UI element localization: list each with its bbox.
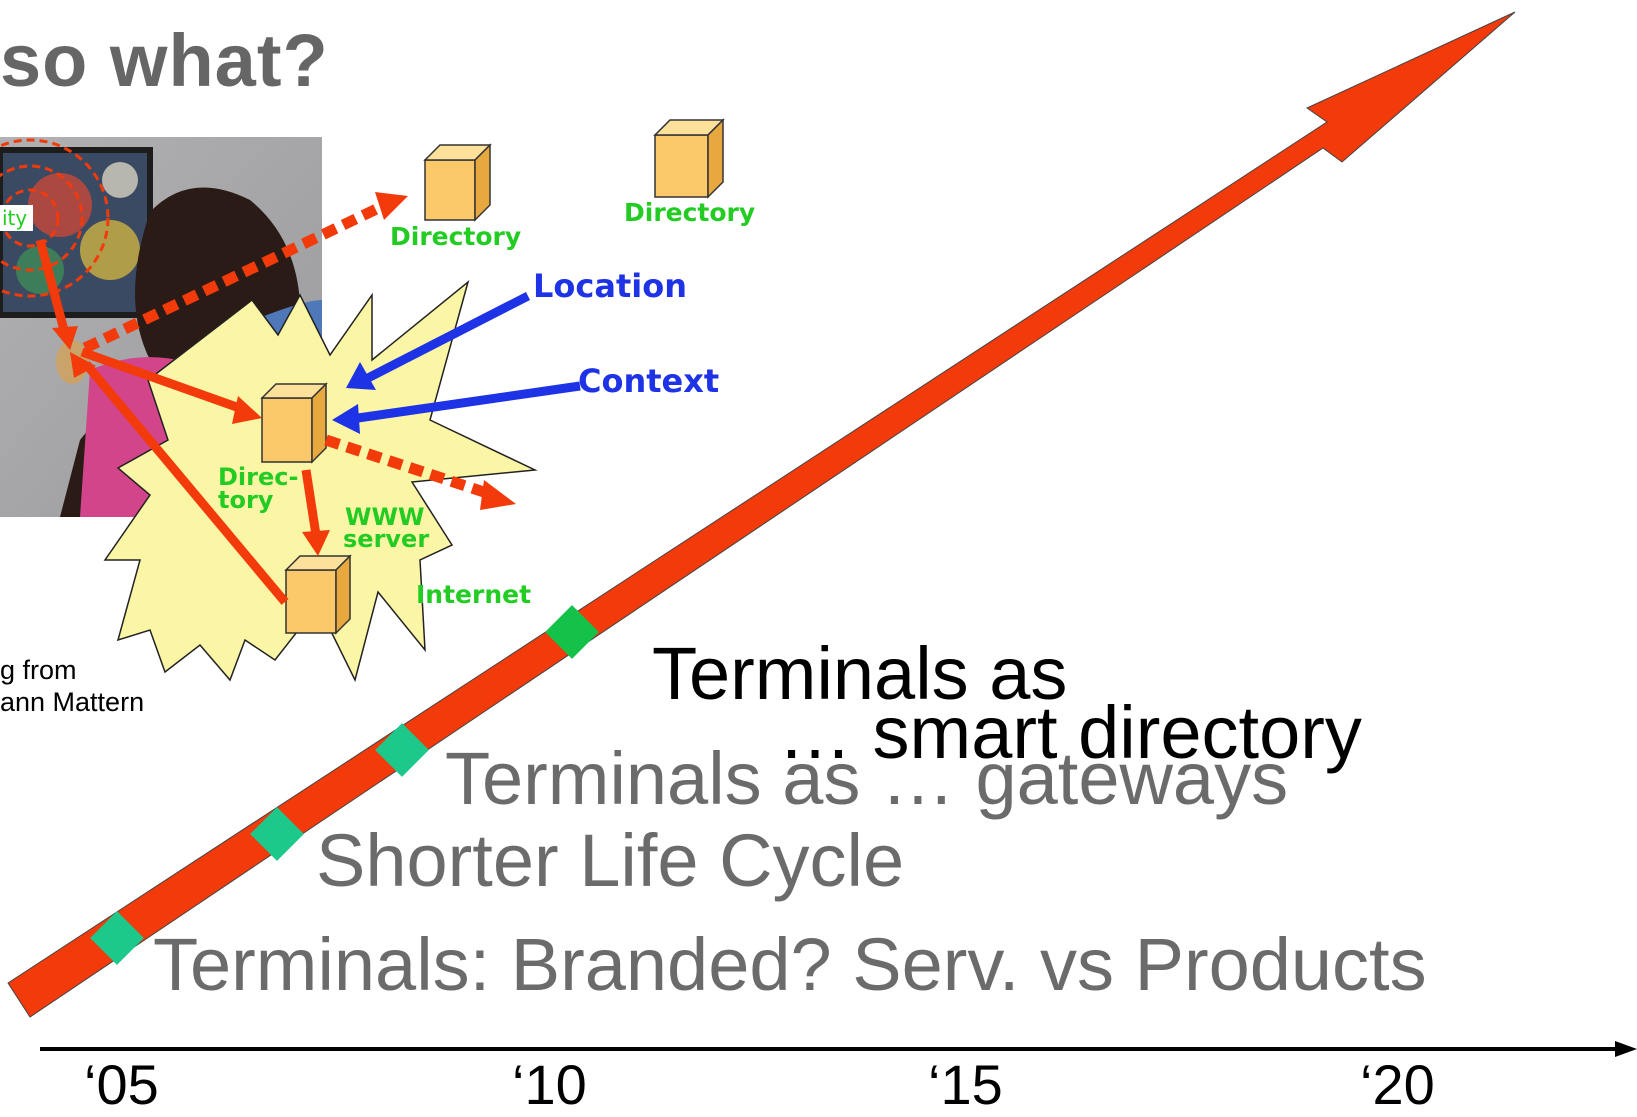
directory-cube-center [260, 382, 328, 464]
milestone-text-smart-directory: … smart directory [778, 691, 1362, 774]
tick-label-05: ‘05 [84, 1053, 159, 1116]
milestone-text-gateways: Terminals as … gateways [445, 737, 1289, 820]
tick-label-20: ‘20 [1360, 1053, 1435, 1116]
directory-label-center-2: tory [218, 486, 274, 514]
internet-starburst [103, 279, 538, 683]
tick-label-15: ‘15 [928, 1053, 1003, 1116]
milestone-text-branded: Terminals: Branded? Serv. vs Products [153, 923, 1427, 1006]
milestone-text-life-cycle: Shorter Life Cycle [316, 819, 905, 902]
slide-title: so what? [0, 19, 329, 102]
red-arrows [35, 238, 330, 605]
dashed-arrows [82, 192, 516, 510]
location-label: Location [533, 267, 687, 305]
www-label-2: server [343, 525, 430, 553]
credit-line-2: ann Mattern [0, 687, 145, 717]
www-label-1: WWW [345, 503, 425, 531]
timeline-arrow [7, 11, 1516, 1018]
blue-arrows [332, 291, 581, 434]
tick-label-10: ‘10 [512, 1053, 587, 1116]
milestone-text-terminals-as: Terminals as [652, 632, 1068, 715]
www-server-cube [284, 554, 352, 635]
time-axis-arrowhead [1615, 1041, 1637, 1057]
internet-label: Internet [416, 580, 532, 609]
directory-cube-top [423, 143, 492, 222]
directory-label-top: Directory [390, 222, 522, 251]
directory-cube-right [653, 118, 725, 199]
radio-waves [0, 138, 110, 298]
rfid-tag-label: ity [0, 205, 34, 231]
credit-line-1: g from [0, 655, 77, 685]
directory-label-right: Directory [624, 198, 756, 227]
directory-label-center-1: Direc- [218, 463, 299, 491]
context-label: Context [578, 362, 720, 400]
